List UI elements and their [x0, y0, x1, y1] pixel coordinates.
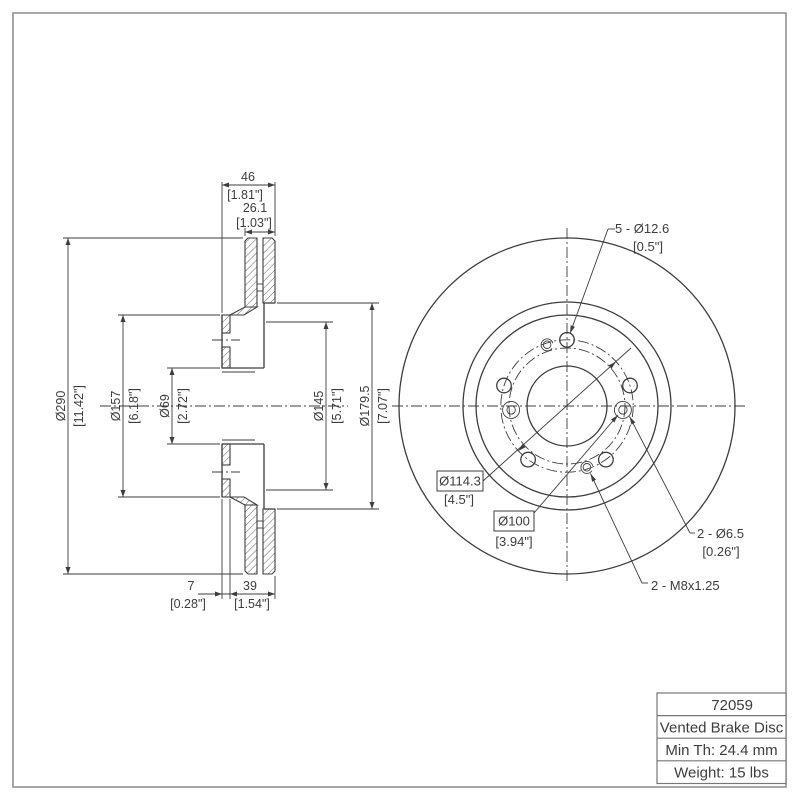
rail-outboard-bottom [262, 508, 276, 575]
dim-hat-depth-in: [1.54"] [234, 597, 270, 611]
outer-diameter-circle [398, 237, 736, 575]
dim-outer-dia-mm: Ø290 [54, 391, 68, 422]
label-lug-holes-line2: [0.5"] [633, 239, 663, 254]
dim-band-thickness-in: [1.03"] [236, 216, 272, 230]
thread-hole-arc [540, 338, 554, 352]
front-view: 5 - Ø12.6 [0.5"] Ø114.3 [4.5"] Ø100 [3.9… [392, 221, 748, 593]
leader-bolt-circle [482, 347, 632, 482]
title-block-weight: Weight: 15 lbs [674, 765, 769, 782]
label-screw-holes-line2: [0.26"] [702, 544, 739, 559]
leader-screw-holes [629, 416, 691, 534]
drawing-frame [12, 12, 787, 788]
dim-hat-dia-in: [7.07"] [376, 388, 390, 424]
lug-hole [597, 451, 614, 468]
dim-hat-depth-mm: 39 [243, 579, 257, 593]
label-screw-holes-line1: 2 - Ø6.5 [697, 526, 744, 541]
screw-circle-label-box [493, 510, 535, 532]
leader-screw-circle [533, 414, 619, 514]
screw-hole-countersink [502, 400, 521, 419]
title-block-min-thickness: Min Th: 24.4 mm [665, 742, 777, 759]
label-screw-bcd-mm: Ø100 [498, 514, 530, 529]
flange-top-upper [221, 314, 231, 334]
leader-thread-holes [590, 473, 643, 584]
dim-bore-dia-in: [2.72"] [176, 388, 190, 424]
lug-hole [496, 377, 512, 394]
dim-flange-thk-mm: 7 [188, 579, 195, 593]
flange-diameter-circle [475, 314, 659, 498]
label-bcd-in: [4.5"] [444, 492, 474, 507]
lug-hole [520, 451, 537, 468]
thread-hole-arc [580, 461, 594, 474]
label-screw-bcd-in: [3.94"] [495, 534, 532, 549]
section-view: 46 [1.81"] 26.1 [1.03"] Ø290 [11.42"] Ø1… [54, 170, 390, 611]
screw-hole [618, 405, 628, 415]
title-block-part-number: 72059 [711, 697, 753, 714]
hat-neck-top [229, 306, 259, 316]
dim-flange-dia-in: [6.18"] [127, 388, 141, 424]
dim-outer-dia-in: [11.42"] [72, 385, 86, 427]
center-bore-circle [526, 365, 608, 447]
bcd-label-box [436, 470, 484, 492]
label-thread-holes: 2 - M8x1.25 [651, 578, 720, 593]
dim-overall-width-in: [1.81"] [227, 188, 263, 202]
dim-flange-dia-mm: Ø157 [109, 391, 123, 422]
bolt-circle [500, 339, 634, 473]
title-block: 72059 Vented Brake Disc Min Th: 24.4 mm … [656, 692, 787, 785]
hat-neck-bottom [229, 496, 259, 506]
flange-bottom-upper [221, 443, 231, 466]
rail-inboard-top [244, 237, 258, 308]
rail-inboard-bottom [244, 504, 258, 575]
dim-bore-dia-mm: Ø69 [158, 394, 172, 418]
dim-flange-thk-in: [0.28"] [170, 597, 206, 611]
thread-hole [542, 340, 552, 349]
dim-recess-dia-mm: Ø145 [312, 391, 326, 422]
label-lug-holes-line1: 5 - Ø12.6 [615, 221, 669, 236]
rail-outboard-top [262, 237, 276, 304]
label-bcd-mm: Ø114.3 [439, 474, 481, 489]
flange-bottom-lower [221, 478, 231, 498]
screw-hole-countersink [613, 400, 632, 419]
dim-recess-dia-in: [5.71"] [330, 388, 344, 424]
dim-band-thickness-mm: 26.1 [243, 201, 267, 215]
lug-hole [559, 331, 575, 348]
lug-hole [622, 377, 638, 394]
flange-top-lower [221, 346, 231, 369]
screw-hole [506, 405, 516, 415]
leader-lug-holes [569, 228, 609, 334]
thread-hole [582, 463, 592, 472]
hat-diameter-circle [462, 301, 672, 511]
title-block-description: Vented Brake Disc [660, 720, 784, 737]
dim-hat-dia-mm: Ø179.5 [358, 385, 372, 426]
dim-overall-width-mm: 46 [241, 170, 255, 184]
